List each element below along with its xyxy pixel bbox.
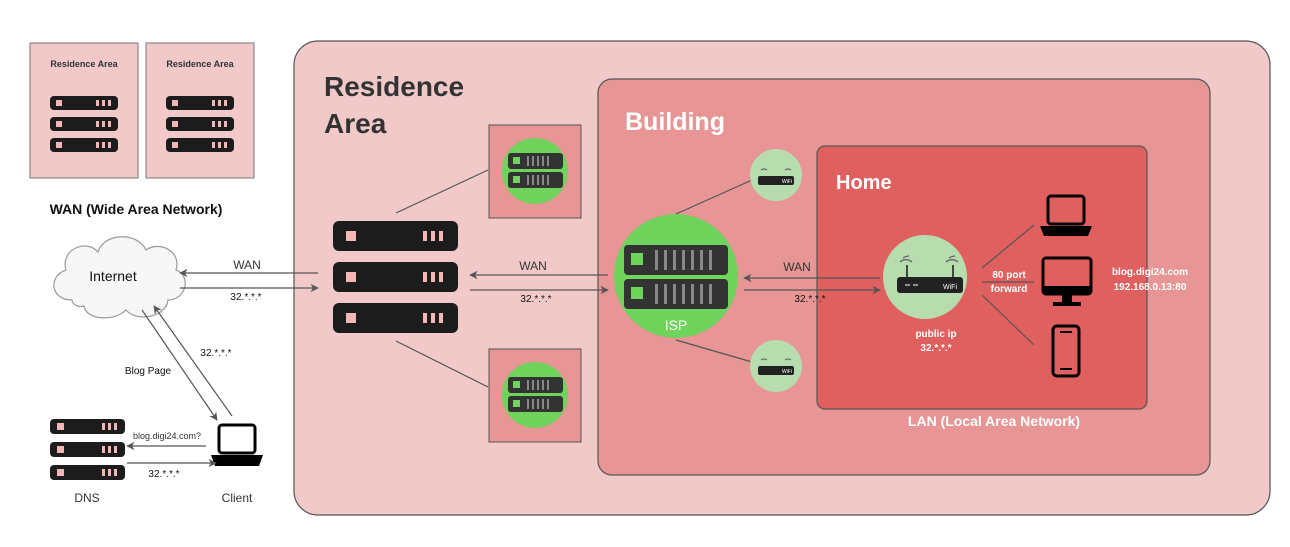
ip-label-1: 32.*.*.* (230, 292, 261, 303)
svg-text:WiFi: WiFi (943, 284, 957, 291)
isp-node-top (488, 124, 582, 219)
residence-area-title-line2: Area (324, 108, 387, 139)
cloud-icon (53, 236, 186, 319)
monitor-icon (1041, 256, 1093, 306)
router-icon: WiFi (750, 149, 802, 201)
wan-label-3: WAN (783, 260, 811, 274)
router-icon: WiFi (883, 235, 967, 319)
dns-query-label: blog.digi24.com? (133, 431, 201, 441)
ip-label-4: 32.*.*.* (200, 348, 231, 359)
smartphone-icon (1051, 324, 1081, 378)
dns-label: DNS (74, 491, 99, 505)
residence-area-small-2: Residence Area (145, 42, 255, 179)
public-ip-label: public ip (915, 329, 956, 340)
svg-text:WiFi: WiFi (782, 369, 792, 375)
server-rack-icon (50, 96, 118, 152)
server-address-label: 192.168.0.13:80 (1114, 282, 1187, 293)
residence-area-title-line1: Residence (324, 71, 464, 102)
ip-label-2: 32.*.*.* (520, 294, 551, 305)
svg-text:Residence Area: Residence Area (166, 59, 234, 69)
wan-label-1: WAN (233, 258, 261, 272)
building-title: Building (625, 108, 725, 136)
internet-label: Internet (89, 268, 137, 284)
wan-title: WAN (Wide Area Network) (50, 201, 223, 217)
port-forward-label-2: forward (991, 284, 1028, 295)
blog-page-label: Blog Page (125, 366, 172, 377)
ip-label-5: 32.*.*.* (148, 469, 179, 480)
home-title: Home (836, 172, 892, 194)
server-rack-icon (50, 419, 125, 480)
svg-text:Residence Area: Residence Area (50, 59, 118, 69)
ip-label-3: 32.*.*.* (794, 294, 825, 305)
public-ip-value: 32.*.*.* (920, 343, 951, 354)
isp-label: ISP (665, 317, 688, 333)
svg-text:WiFi: WiFi (782, 179, 792, 185)
router-icon: WiFi (750, 340, 802, 392)
server-rack-icon (166, 96, 234, 152)
port-forward-label-1: 80 port (992, 270, 1026, 281)
residence-area-small-1: Residence Area (29, 42, 139, 179)
server-host-label: blog.digi24.com (1112, 267, 1188, 278)
isp-server-icon (614, 214, 738, 338)
server-rack-icon (333, 221, 458, 333)
client-label: Client (222, 491, 253, 505)
lan-title: LAN (Local Area Network) (908, 413, 1080, 429)
isp-node-bottom (488, 348, 582, 443)
wan-label-2: WAN (519, 259, 547, 273)
laptop-icon (1040, 194, 1092, 236)
laptop-icon (211, 423, 263, 466)
